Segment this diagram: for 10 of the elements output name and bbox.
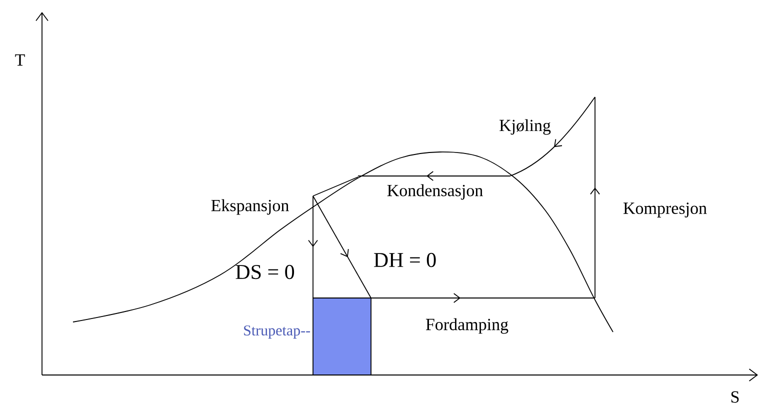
process-label: Ekspansjon (211, 199, 289, 215)
process-label: DH = 0 (374, 252, 436, 268)
process-label: Kjøling (500, 119, 551, 135)
process-label: DS = 0 (236, 264, 294, 280)
process-label: Fordamping (426, 318, 508, 334)
process-label: Kondensasjon (387, 184, 483, 200)
axis-label: S (731, 391, 739, 403)
process-label: Kompresjon (623, 202, 707, 218)
process-label: Strupetap-- (244, 325, 310, 339)
axis-label: T (15, 54, 25, 66)
